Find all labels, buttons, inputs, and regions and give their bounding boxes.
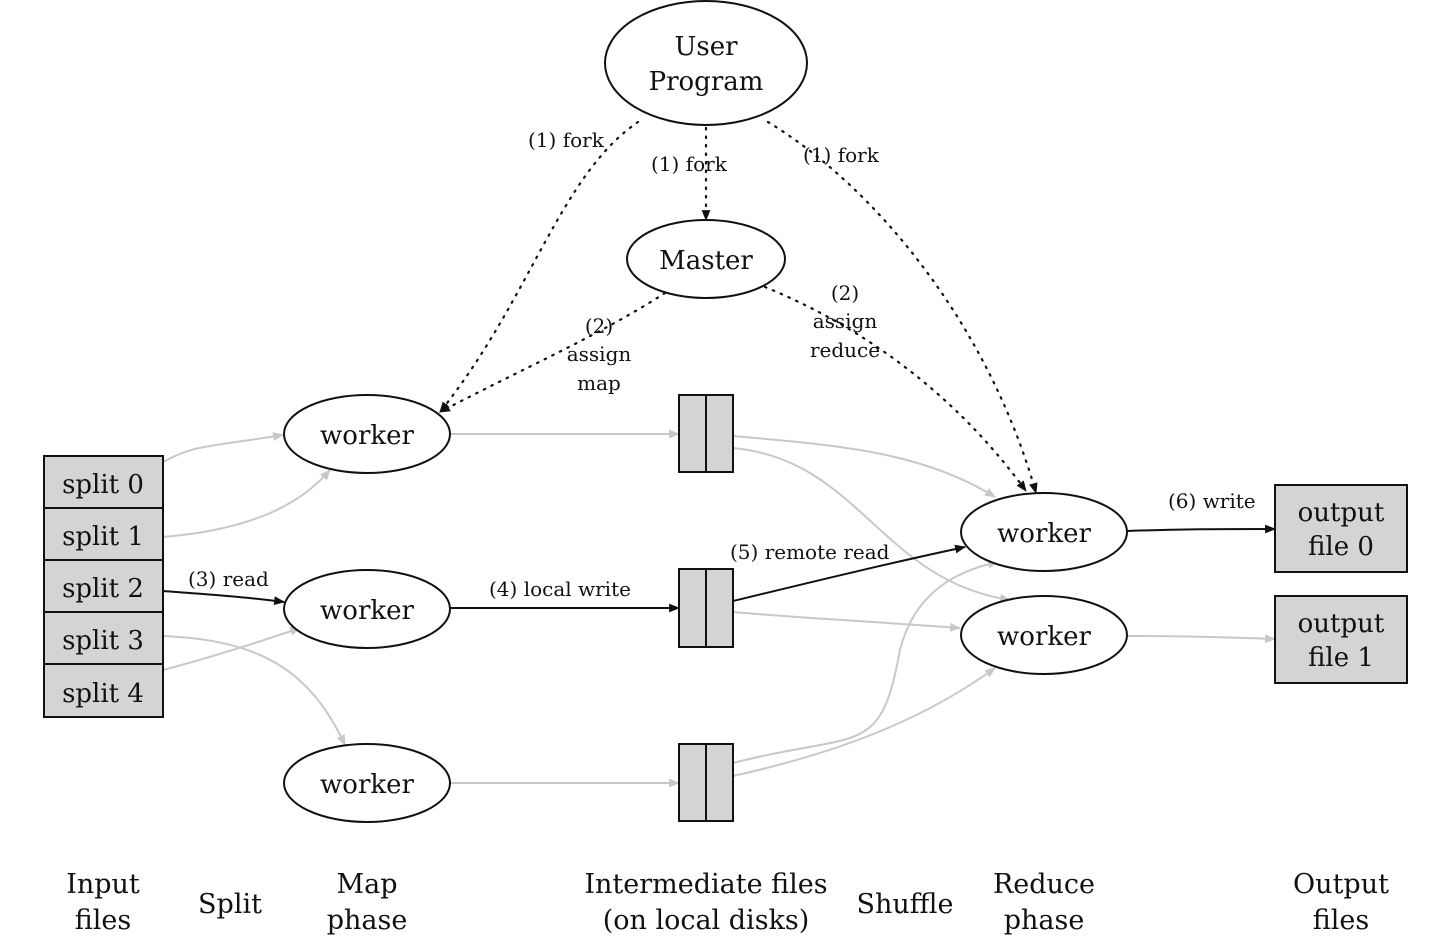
intermediate-file-2 <box>678 568 734 648</box>
edge-reducer1-output0 <box>1126 524 1277 534</box>
local-write-label: (4) local write <box>489 577 631 601</box>
phase-input-line2: files <box>75 905 131 936</box>
output-file-0-line2: file 0 <box>1308 532 1374 562</box>
assign-map-label-line1: (2) <box>585 314 613 338</box>
edge-fork-reducer <box>766 120 1038 495</box>
assign-reduce-label-line1: (2) <box>831 281 859 305</box>
intermediate-file-1 <box>678 394 734 473</box>
output-file-1-line2: file 1 <box>1308 643 1374 673</box>
edge-split4-worker2 <box>162 627 302 671</box>
edge-assign-reduce <box>763 285 1028 493</box>
phase-split: Split <box>198 889 262 920</box>
split-1-label: split 1 <box>62 522 144 552</box>
output-file-0-box <box>1274 484 1408 573</box>
edge-file2-reducer1 <box>732 544 967 602</box>
read-label: (3) read <box>188 567 269 591</box>
edge-split2-worker2 <box>162 590 286 606</box>
phase-input-line1: Input <box>66 869 140 900</box>
remote-read-label: (5) remote read <box>730 540 890 564</box>
map-worker-2-label: worker <box>320 596 414 626</box>
edge-fork-mapper <box>438 120 640 414</box>
reduce-worker-2-label: worker <box>997 622 1091 652</box>
split-4-box <box>43 663 164 718</box>
phase-output-line2: files <box>1313 905 1369 936</box>
user-program-node <box>604 0 808 126</box>
master-node <box>626 219 786 299</box>
split-2-label: split 2 <box>62 574 144 604</box>
edge-assign-map <box>438 291 667 414</box>
reduce-worker-2 <box>960 595 1128 675</box>
phase-map-line2: phase <box>327 905 408 936</box>
phase-intermediate-line2: (on local disks) <box>603 905 810 936</box>
phase-intermediate-line1: Intermediate files <box>584 869 827 900</box>
edge-file1-reducer1 <box>732 435 996 498</box>
phase-reduce-line1: Reduce <box>993 869 1095 900</box>
split-2-box <box>43 559 164 613</box>
split-4-label: split 4 <box>62 679 144 709</box>
assign-map-label-line3: map <box>577 371 621 395</box>
phase-reduce-line2: phase <box>1004 905 1085 936</box>
input-files: split 0 split 1 split 2 split 3 split 4 <box>43 455 164 718</box>
assign-reduce-label-line2: assign <box>813 309 878 333</box>
user-program-label-line1: User <box>674 32 738 62</box>
edge-split1-worker1 <box>162 469 331 538</box>
output-file-1-line1: output <box>1298 609 1385 639</box>
master-label: Master <box>659 246 753 276</box>
map-worker-3-label: worker <box>320 770 414 800</box>
edge-file3-reducer2 <box>732 667 996 777</box>
write-label: (6) write <box>1168 489 1256 513</box>
edge-reducer2-output1 <box>1126 634 1277 644</box>
map-worker-1-label: worker <box>320 421 414 451</box>
map-worker-1 <box>283 394 451 474</box>
fork-label-left: (1) fork <box>528 128 605 152</box>
reduce-worker-1-label: worker <box>997 519 1091 549</box>
split-0-label: split 0 <box>62 470 144 500</box>
assign-reduce-label-line3: reduce <box>810 338 880 362</box>
map-worker-3 <box>283 743 451 823</box>
phase-output-line1: Output <box>1293 869 1389 900</box>
split-3-box <box>43 611 164 665</box>
fork-label-right: (1) fork <box>803 143 880 167</box>
user-program-label-line2: Program <box>649 67 764 97</box>
fork-label-center: (1) fork <box>651 152 728 176</box>
phase-map-line1: Map <box>336 869 397 900</box>
edge-file1-reducer2 <box>732 447 1012 603</box>
reduce-worker-1 <box>960 492 1128 572</box>
edge-file3-reducer1 <box>732 559 1000 764</box>
map-worker-2 <box>283 569 451 649</box>
phase-shuffle: Shuffle <box>856 889 953 920</box>
edge-split3-worker3 <box>162 635 346 746</box>
edge-split0-worker1 <box>162 432 285 463</box>
output-file-0-line1: output <box>1298 498 1385 528</box>
output-file-1-box <box>1274 595 1408 684</box>
intermediate-file-3 <box>678 743 734 822</box>
assign-map-label-line2: assign <box>567 342 632 366</box>
split-3-label: split 3 <box>62 626 144 656</box>
edge-file2-reducer2 <box>732 611 962 632</box>
